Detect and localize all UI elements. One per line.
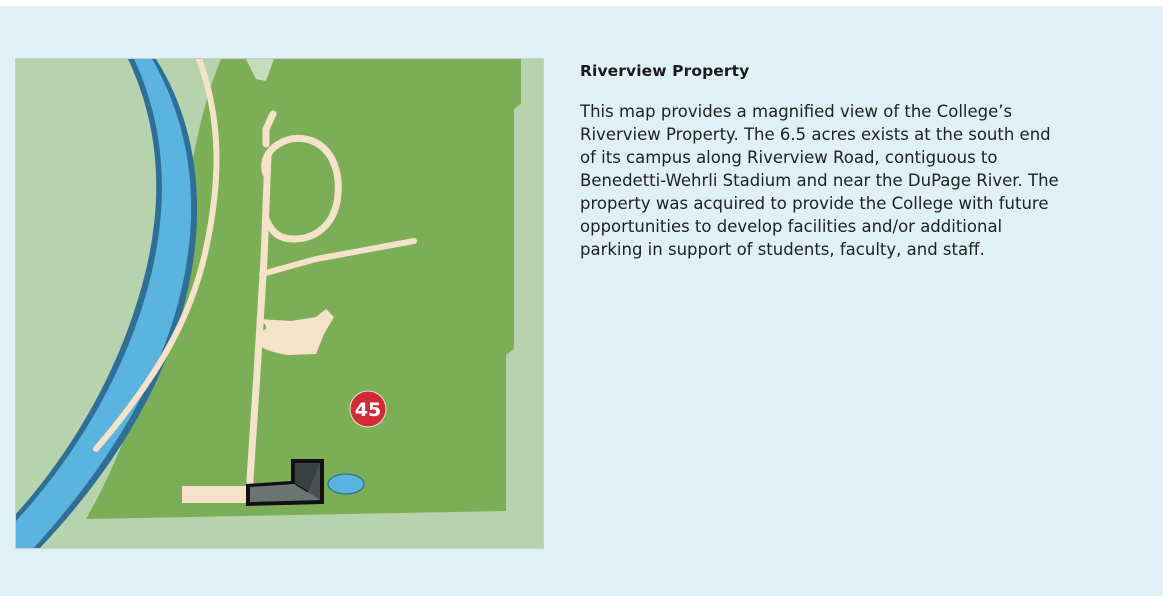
content-panel: 45 Riverview Property This map provides …: [0, 6, 1163, 596]
section-description: This map provides a magnified view of th…: [580, 102, 1059, 259]
loop-drive: [261, 134, 342, 243]
river: [16, 59, 192, 548]
info-column: Riverview Property This map provides a m…: [580, 62, 1140, 261]
pond: [327, 473, 365, 495]
river-trail: [93, 59, 220, 452]
top-strip: [246, 59, 274, 81]
driveway: [182, 486, 252, 503]
marker-label: 45: [355, 399, 381, 421]
riverview-map: 45: [15, 58, 544, 549]
path-top: [262, 110, 277, 148]
building-icon: [246, 459, 324, 506]
location-marker-45[interactable]: 45: [349, 390, 387, 428]
parking-area: [256, 309, 334, 355]
map-graphic: 45: [16, 59, 543, 548]
branch-road: [259, 238, 417, 277]
section-title: Riverview Property: [580, 62, 750, 80]
